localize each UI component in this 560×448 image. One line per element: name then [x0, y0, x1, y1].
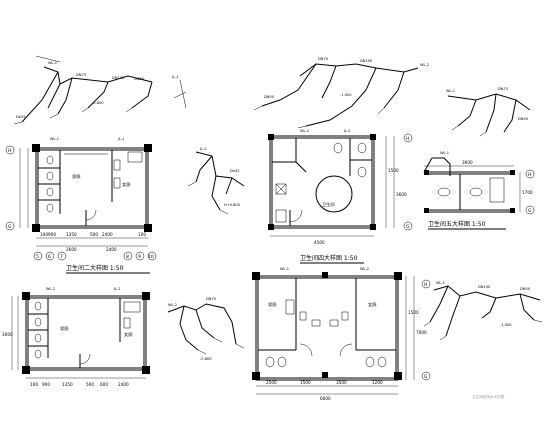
pipe-tag: -0.800 [200, 357, 212, 361]
room-label: 男厕 [268, 302, 276, 308]
grid-axis-label: H [528, 172, 531, 178]
pipe-tag: WL-1 [440, 151, 449, 155]
pipe-tag: WL-2 [420, 63, 429, 67]
dimension: 1500 [300, 380, 311, 385]
plan-two [5, 144, 157, 261]
dimension: 3600 [396, 192, 407, 197]
dimension: 600 [100, 382, 108, 387]
plan-title: 卫生间五大样图 1:50 [428, 220, 486, 228]
grid-axis-label: G [8, 224, 12, 230]
dimension: 6600 [320, 396, 331, 401]
room-label: 女厕 [368, 301, 376, 308]
room-label: 女厕 [124, 331, 132, 338]
pipe-tag: ML-1 [436, 281, 445, 285]
dimension: 1500 [408, 310, 419, 315]
sheet-note: 卫生间给排水大样图 [472, 394, 505, 399]
pipe-tag: WL-2 [46, 287, 55, 291]
grid-axis-label: H [424, 282, 427, 288]
pipe-tag: DN50 [264, 95, 275, 99]
pipe-tag: DN100 [478, 285, 491, 289]
grid-axis-label: H [406, 136, 409, 142]
isometric-drain-top-right [447, 93, 531, 137]
pipe-tag: JL-2 [199, 147, 207, 151]
dimension: 1350 [62, 382, 73, 387]
pipe-tag: De25 [16, 115, 26, 119]
dimension: 3000 [2, 332, 13, 337]
pipe-tag: DN50 [518, 117, 529, 121]
dimension: 100 [40, 232, 48, 237]
pipe-tag: DN100 [360, 59, 373, 63]
plan-two-lower [11, 292, 150, 379]
grid-axis-label: 7 [60, 254, 63, 260]
pipe-tag: WL-1 [280, 267, 289, 271]
dimension: 900 [42, 382, 50, 387]
dimension: 7000 [416, 330, 427, 335]
dimension: 1350 [66, 232, 77, 237]
isometric-supply-middle [187, 151, 245, 215]
dimension: 500 [90, 232, 98, 237]
pipe-tag: WL-2 [300, 129, 309, 133]
room-label: 女厕 [122, 181, 130, 188]
dimension: 4500 [314, 240, 325, 245]
room-label: 男厕 [60, 326, 68, 332]
dimension: 1200 [372, 380, 383, 385]
isometric-drain-bottom-left [167, 303, 245, 355]
pipe-tag: WL-1 [446, 89, 455, 93]
plan-four [268, 133, 413, 237]
pipe-tag: DN75 [206, 297, 216, 301]
pipe-tag: DN75 [76, 73, 86, 77]
grid-axis-label: G [424, 374, 428, 380]
dimension: 2400 [118, 382, 129, 387]
pipe-tag: WL-1 [48, 61, 57, 65]
grid-axis-label: 5 [36, 254, 39, 260]
pipe-tag: DN100 [112, 76, 125, 80]
pipe-tag: WL-2 [360, 267, 369, 271]
grid-axis-label: G [406, 224, 410, 230]
room-label: 男厕 [72, 174, 80, 180]
dimension: 500 [86, 382, 94, 387]
dimension: 1500 [388, 168, 399, 173]
pipe-tag: WL-2 [168, 303, 177, 307]
dimension: 2600 [66, 247, 77, 252]
grid-axis-label: H [8, 148, 11, 154]
dimension: 3500 [336, 380, 347, 385]
dimension: 2500 [266, 380, 277, 385]
isometric-drain-top-center [253, 63, 419, 129]
isometric-drain-bottom-right [423, 285, 543, 341]
dimension: 2400 [102, 232, 113, 237]
pipe-tag: DN75 [318, 57, 328, 61]
pipe-tag: DN75 [498, 87, 508, 91]
dimension: 100 [138, 232, 146, 237]
plan-title: 卫生间二大样图 1:50 [66, 264, 124, 272]
plan-five [423, 157, 535, 215]
dimension: 2400 [106, 247, 117, 252]
pipe-tag: DN50 [134, 77, 145, 81]
pipe-tag: JL-2 [113, 287, 121, 291]
pipe-tag: -1.000 [340, 93, 352, 97]
pipe-tag: JL-1 [117, 137, 125, 141]
room-label: 卫生间 [322, 201, 335, 208]
dimension: 900 [48, 232, 56, 237]
dimension: 100 [30, 382, 38, 387]
dimension: 3600 [462, 160, 473, 165]
pipe-tag: -1.000 [500, 323, 512, 327]
grid-axis-label: 9 [138, 254, 141, 260]
grid-axis-label: 8 [126, 254, 129, 260]
grid-axis-label: 10 [148, 254, 154, 260]
plan-bottom-center [252, 272, 431, 395]
grid-axis-label: 6 [48, 254, 51, 260]
pipe-tag: JL-1 [171, 75, 179, 79]
pipe-tag: DN50 [520, 287, 531, 291]
pipe-tag: WL-1 [50, 137, 59, 141]
plan-title: 卫生间四大样图 1:50 [300, 254, 358, 262]
dimension: 1700 [522, 190, 533, 195]
pipe-tag: -0.800 [92, 101, 104, 105]
pipe-tag: H+0.800 [224, 203, 241, 207]
pipe-tag: JL-2 [343, 129, 351, 133]
isometric-drain-top-left [13, 55, 187, 125]
grid-axis-label: G [528, 208, 532, 214]
pipe-tag: De32 [230, 169, 240, 173]
